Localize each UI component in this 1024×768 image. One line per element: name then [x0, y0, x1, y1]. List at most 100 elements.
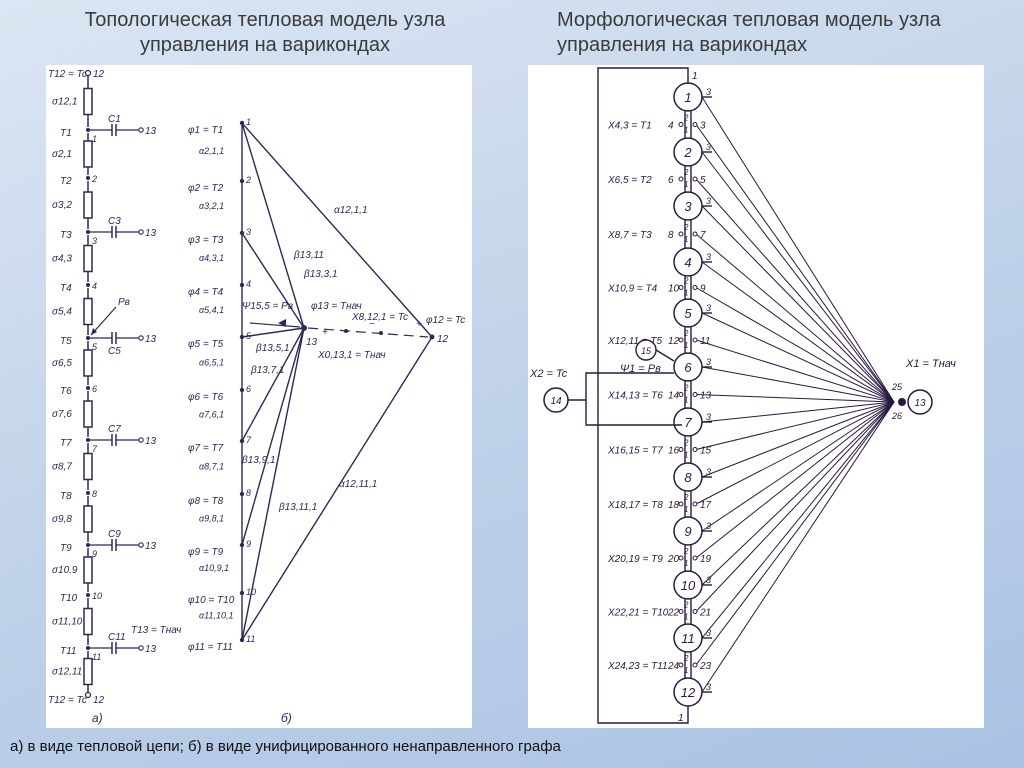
capacitor-label: C3 — [108, 216, 121, 227]
capacitor-terminal — [138, 335, 144, 341]
source-14-number: 14 — [550, 396, 562, 407]
edge-label: X14,13 = T6 — [607, 391, 663, 402]
link-pin: 1 — [684, 396, 688, 405]
port-label: 3 — [706, 412, 711, 422]
link-point — [692, 337, 698, 343]
capacitor-terminal-label: 13 — [145, 126, 157, 137]
link-point — [678, 231, 684, 237]
top-node-label: T12 = Tc — [48, 69, 87, 80]
fan-edge — [701, 401, 895, 693]
vertex-potential-label: φ2 = T2 — [188, 183, 224, 194]
link-point — [692, 501, 698, 507]
graph-vertex — [239, 282, 245, 288]
title-morphological-model: Морфологическая тепловая модель узла упр… — [557, 9, 941, 56]
fan-edge — [695, 339, 895, 403]
morph-node-number: 8 — [684, 470, 692, 485]
port-label: 3 — [706, 196, 711, 206]
label-beta-13-11: β13,11 — [293, 250, 324, 261]
morph-node-number: 4 — [684, 255, 691, 270]
morph-node-number: 10 — [681, 578, 696, 593]
fan-edge — [695, 394, 895, 403]
edge-label: X16,15 = T7 — [607, 446, 663, 457]
node-number: 1 — [92, 134, 97, 144]
resistor-label: σ11,10 — [52, 617, 83, 628]
graph-vertex — [239, 178, 245, 184]
link-number-right: 15 — [700, 446, 712, 457]
fan-edge — [695, 124, 895, 403]
graph-edge-label: α7,6,1 — [199, 410, 224, 420]
link-number-right: 13 — [700, 391, 712, 402]
resistor-label: σ7,6 — [52, 409, 72, 420]
circuit-node — [86, 593, 90, 597]
graph-edge-label: α2,1,1 — [199, 146, 224, 156]
link-number-right: 7 — [700, 230, 706, 241]
link-point — [678, 501, 684, 507]
polarity-minus: − — [369, 319, 375, 330]
vertex-potential-label: φ5 = T5 — [188, 339, 224, 350]
fan-edge — [701, 401, 895, 423]
link-pin: 2 — [683, 439, 689, 448]
capacitor-terminal-label: 13 — [145, 541, 157, 552]
edge-to-hub — [241, 327, 305, 546]
source-14-label: X2 = Tc — [529, 368, 568, 380]
edge-to-hub — [241, 232, 305, 329]
link-number-right: 17 — [700, 500, 712, 511]
vertex-12-number: 12 — [437, 334, 449, 345]
capacitor-label: C1 — [108, 114, 121, 125]
hub-link-node — [344, 329, 348, 333]
graph-edge-label: α4,3,1 — [199, 253, 224, 263]
vertex-potential-label: φ9 = T9 — [188, 547, 224, 558]
node-number: 7 — [92, 444, 98, 454]
fan-edge — [695, 401, 895, 559]
morph-node-number: 7 — [684, 415, 692, 430]
panel-b-label: б) — [281, 711, 292, 725]
link-number-left: 4 — [668, 121, 674, 132]
link-number-right: 5 — [700, 175, 706, 186]
link-pin: 1 — [684, 559, 688, 568]
vertex-potential-label: φ7 = T7 — [188, 443, 224, 454]
fan-edge — [695, 233, 895, 403]
node-temperature-label: T2 — [60, 176, 72, 187]
hub-link-node — [379, 331, 383, 335]
fan-edge — [701, 401, 895, 639]
node-number: 3 — [92, 236, 97, 246]
link-point — [692, 392, 698, 397]
label-beta-13-9: β13,9,1 — [241, 455, 276, 466]
fan-edge — [701, 205, 895, 403]
link-number-left: 14 — [668, 391, 680, 402]
node-number: 8 — [92, 489, 97, 499]
source-15-number: 15 — [641, 346, 652, 356]
resistor-label: σ10,9 — [52, 565, 78, 576]
resistor-label: σ2,1 — [52, 149, 72, 160]
morph-node-number: 1 — [684, 90, 691, 105]
resistor — [83, 657, 93, 686]
label-beta-13-11-1: β13,11,1 — [278, 502, 317, 513]
link-pin: 2 — [683, 277, 689, 286]
port-label: 3 — [706, 628, 711, 638]
edge-label: X22,21 = T10 — [607, 608, 669, 619]
source-13-number: 13 — [914, 398, 926, 409]
source-14-link — [568, 372, 674, 401]
resistor-label: σ6,5 — [52, 358, 72, 369]
vertex-potential-label: φ11 = T11 — [188, 642, 233, 653]
capacitor-terminal-label: 13 — [145, 228, 157, 239]
fan-edge — [701, 261, 895, 403]
edge-to-hub — [241, 327, 305, 338]
source-15-link — [655, 349, 675, 362]
vertex-number: 9 — [246, 539, 251, 549]
node-temperature-label: T11 — [60, 646, 77, 657]
link-number-left: 18 — [668, 500, 680, 511]
link-pin: 2 — [683, 329, 689, 338]
edge-label: X4,3 = T1 — [607, 121, 652, 132]
edge-label: X10,9 = T4 — [607, 284, 658, 295]
vertex-12 — [429, 334, 435, 340]
link-point — [678, 662, 684, 668]
vertex-number: 7 — [246, 435, 252, 445]
link-point — [692, 285, 698, 290]
node-temperature-label: T9 — [60, 543, 72, 554]
morph-node-number: 9 — [684, 524, 691, 539]
label-psi: Ψ15,5 = Pв — [242, 301, 293, 312]
morph-node-number: 11 — [681, 631, 695, 646]
vertex-number: 8 — [246, 488, 251, 498]
